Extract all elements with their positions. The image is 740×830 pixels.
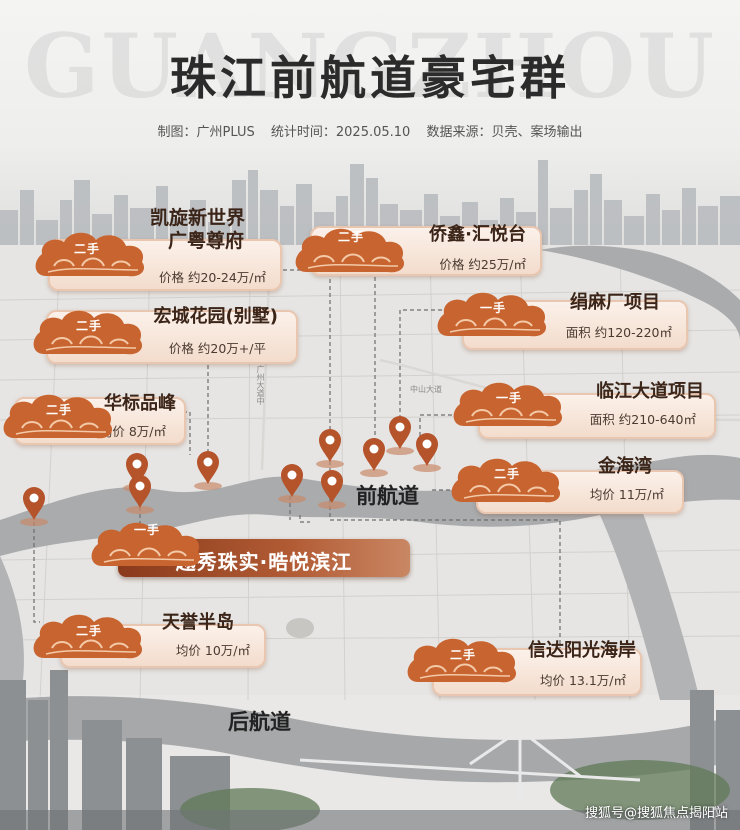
listing-price: 均价 10万/㎡ <box>175 643 250 658</box>
featured-listing-name: 越秀珠实·晧悦滨江 <box>175 550 353 574</box>
background-watermark: GUANGZHOU <box>24 14 716 118</box>
listing-name: 金海湾 <box>598 456 652 477</box>
listing-tag: 二手 <box>450 648 477 662</box>
road-label-guangzhou-avenue: 广州大道中 <box>256 365 265 405</box>
road-label-zhongshan-avenue: 中山大道 <box>410 385 442 394</box>
listing-tag: 一手 <box>134 523 161 537</box>
page-title: 珠江前航道豪宅群 <box>170 51 570 105</box>
listing-tag: 二手 <box>494 467 521 481</box>
listing-name-line: 广粤尊府 <box>168 230 245 252</box>
listing-price: 均价 8万/㎡ <box>99 424 166 439</box>
listing-name: 绢麻厂项目 <box>570 292 660 313</box>
listing-name: 侨鑫·汇悦台 <box>429 224 526 245</box>
listing-price: 均价 11万/㎡ <box>589 487 664 502</box>
listing-price: 均价 13.1万/㎡ <box>539 673 626 688</box>
listing-price: 价格 约20-24万/㎡ <box>158 270 266 285</box>
credits-line: 制图：广州PLUS 统计时间：2025.05.10 数据来源：贝壳、案场输出 <box>0 121 740 140</box>
listing-name-line: 凯旋新世界 <box>150 207 246 229</box>
listing-tag: 一手 <box>496 391 523 405</box>
listing-name: 临江大道项目 <box>596 381 704 402</box>
credit-source: 数据来源：贝壳、案场输出 <box>426 125 583 140</box>
listing-tag: 二手 <box>338 230 365 244</box>
listing-name: 宏城花园(别墅) <box>153 306 278 327</box>
listing-price: 面积 约120-220㎡ <box>565 325 672 340</box>
listing-name: 华标品峰 <box>104 393 176 414</box>
listing-name: 天誉半岛 <box>162 612 234 633</box>
city-foreground <box>0 670 740 830</box>
district-label-front-channel: 前航道 <box>356 484 419 508</box>
credit-author: 制图：广州PLUS <box>157 125 255 140</box>
listing-price: 价格 约25万/㎡ <box>439 257 526 272</box>
district-label-rear-channel: 后航道 <box>228 710 291 734</box>
listing-tag: 一手 <box>480 301 507 315</box>
footer-watermark: 搜狐号@搜狐焦点揭阳站 <box>584 806 728 821</box>
listing-price: 面积 约210-640㎡ <box>589 412 696 427</box>
listing-tag: 二手 <box>46 403 73 417</box>
listing-price: 价格 约20万+/平 <box>168 341 266 356</box>
credit-date: 统计时间：2025.05.10 <box>270 125 411 140</box>
listing-name: 信达阳光海岸 <box>528 640 636 661</box>
listing-tag: 二手 <box>74 242 101 256</box>
listing-tag: 二手 <box>76 319 103 333</box>
listing-tag: 二手 <box>76 624 103 638</box>
